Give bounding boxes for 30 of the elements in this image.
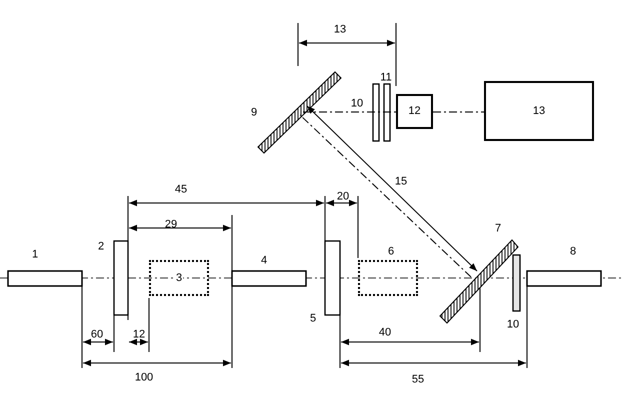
dotted-box: [358, 260, 418, 296]
callout-number: 9: [250, 108, 258, 118]
dimension-label: 12: [132, 330, 146, 340]
arrow: [306, 106, 478, 272]
callout-number: 6: [388, 246, 394, 258]
beam-line: [300, 114, 472, 278]
dimension-label: 40: [378, 328, 392, 338]
callout-number: 2: [98, 242, 104, 252]
callout-number: 8: [570, 246, 576, 258]
component-number: 3: [174, 272, 184, 284]
component-number: 13: [532, 106, 546, 116]
dimension-label: 20: [336, 192, 350, 202]
dotted-box: [149, 260, 209, 296]
callout-number: 1: [32, 250, 38, 260]
callout-number: 11: [380, 72, 392, 84]
component-box: [396, 94, 433, 129]
dimension-label: 29: [164, 220, 178, 230]
dimension-label: 13: [334, 24, 346, 36]
dimension-label: 45: [174, 184, 188, 196]
callout-number: 5: [310, 314, 316, 324]
callout-number: 10: [350, 98, 364, 110]
edge-label: 15: [394, 176, 408, 188]
dimension-label: 60: [90, 330, 104, 340]
callout-number: 4: [260, 256, 268, 266]
callout-number: 7: [494, 224, 502, 234]
component-number: 12: [407, 106, 422, 117]
dimension-label: 55: [412, 374, 424, 386]
dimension-label: 100: [134, 372, 154, 384]
component-box: [484, 81, 594, 141]
callout-number: 10: [506, 320, 520, 330]
